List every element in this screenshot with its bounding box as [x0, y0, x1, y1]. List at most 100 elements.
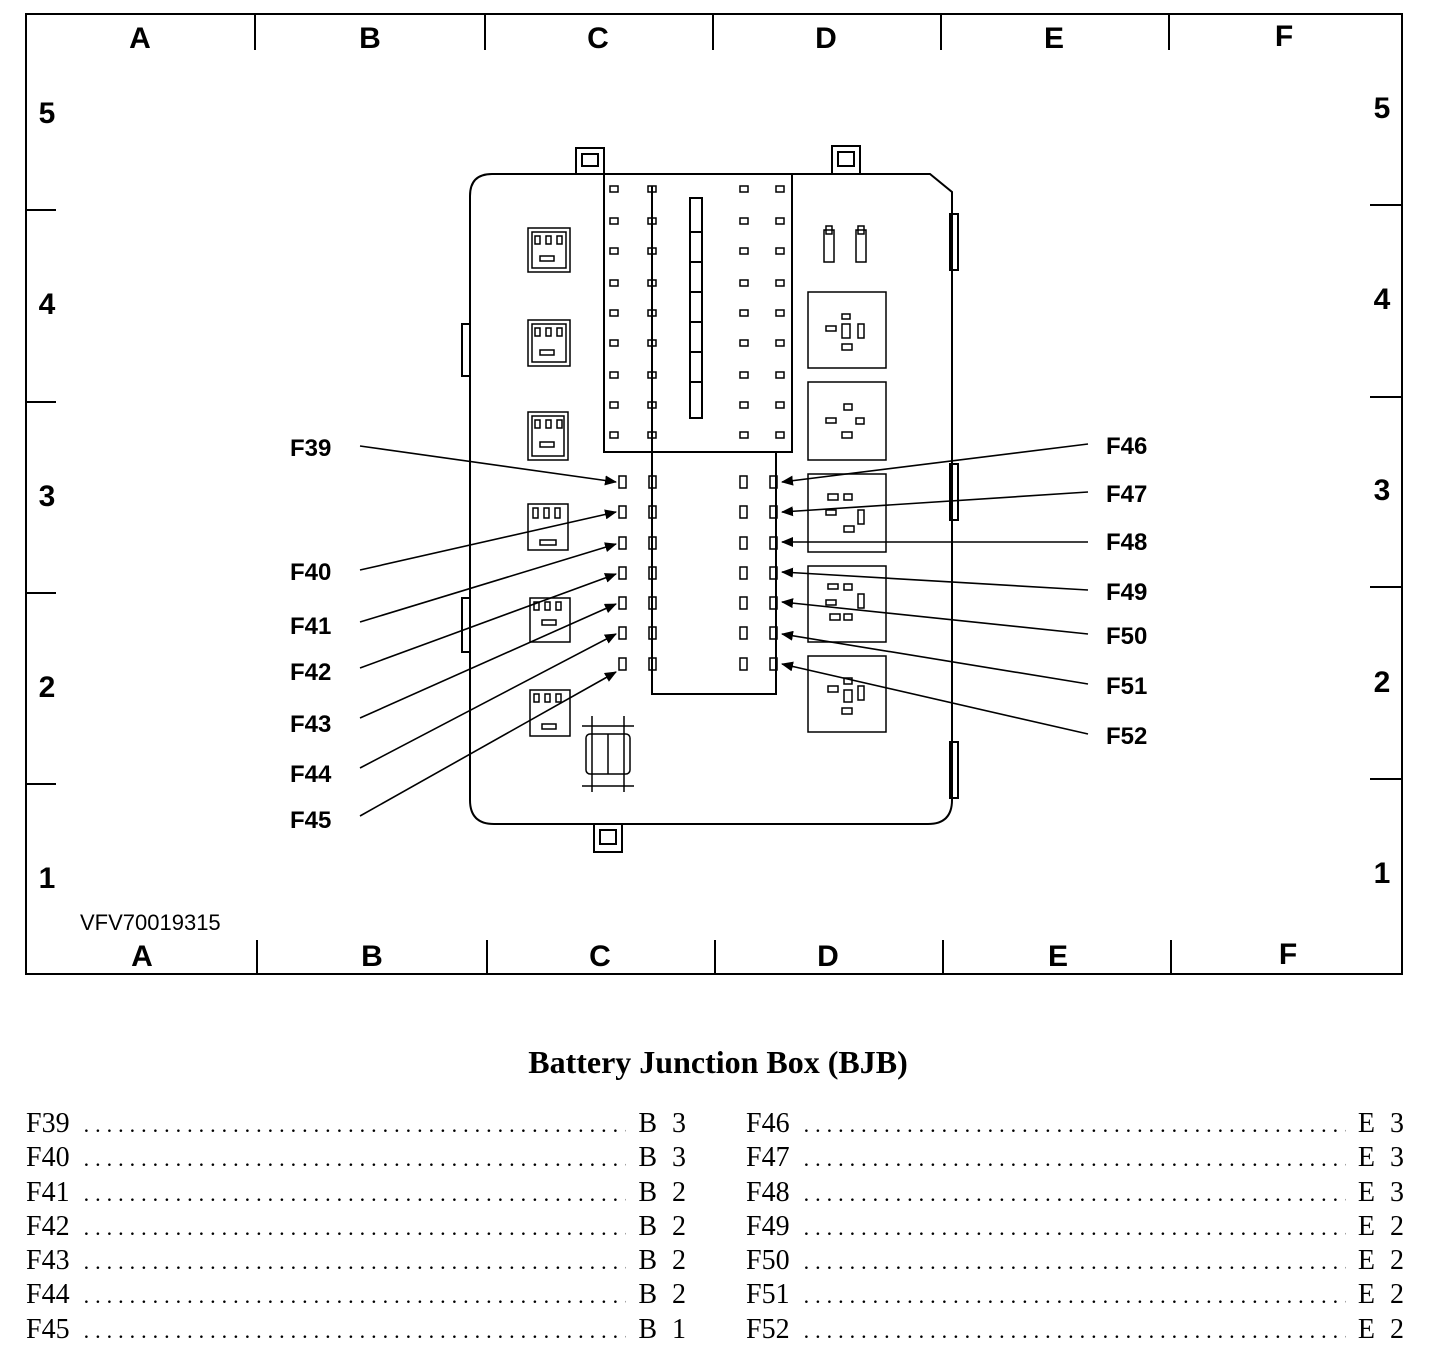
column-dividers — [254, 14, 1172, 974]
legend-location: E 3 — [1357, 1176, 1408, 1208]
row-label-5-right: 5 — [1374, 92, 1391, 125]
legend-leader-dots: ........................................… — [803, 1317, 1346, 1343]
column-label-f-bottom: F — [1279, 938, 1297, 971]
legend-row: F48.....................................… — [746, 1177, 1408, 1211]
legend-row: F45.....................................… — [26, 1314, 690, 1348]
legend-location: E 2 — [1357, 1245, 1408, 1277]
callout-f45: F45 — [290, 807, 331, 834]
column-label-b-top: B — [359, 22, 381, 55]
legend-leader-dots: ........................................… — [83, 1214, 627, 1240]
legend-location: B 2 — [638, 1279, 690, 1311]
legend-leader-dots: ........................................… — [803, 1180, 1346, 1206]
legend-leader-dots: ........................................… — [83, 1112, 627, 1137]
column-label-d-bottom: D — [817, 940, 839, 973]
legend-row: F40.....................................… — [26, 1142, 690, 1176]
figure-id: VFV70019315 — [80, 910, 221, 935]
callout-f49: F49 — [1106, 579, 1147, 606]
row-label-1-left: 1 — [39, 862, 56, 895]
legend-row: F50.....................................… — [746, 1245, 1408, 1279]
row-label-4-right: 4 — [1374, 283, 1391, 316]
legend-row: F52.....................................… — [746, 1314, 1408, 1348]
legend-fuse: F50 — [746, 1245, 790, 1277]
legend-location: B 3 — [638, 1142, 690, 1174]
upper-fuse-slots — [609, 185, 785, 439]
legend-row: F43.....................................… — [26, 1245, 690, 1279]
legend-row: F41.....................................… — [26, 1177, 690, 1211]
right-relays — [807, 225, 887, 733]
callout-leaders — [359, 443, 1089, 817]
legend-fuse: F49 — [746, 1210, 790, 1242]
legend-leader-dots: ........................................… — [803, 1283, 1346, 1309]
legend-fuse: F47 — [746, 1142, 790, 1174]
legend-fuse: F43 — [26, 1245, 70, 1277]
legend-leader-dots: ........................................… — [83, 1249, 627, 1275]
legend-location: E 2 — [1357, 1210, 1408, 1242]
fuse-box-diagram: A B C D E F A B C D E F 5 4 3 2 1 5 4 3 … — [25, 13, 1403, 975]
column-label-c-bottom: C — [589, 940, 611, 973]
legend-fuse: F51 — [746, 1279, 790, 1311]
junction-box — [461, 145, 959, 853]
lower-fuse-slots — [618, 475, 778, 671]
legend-fuse: F42 — [26, 1210, 70, 1242]
row-label-3-left: 3 — [39, 480, 56, 513]
legend-left-column: F39.....................................… — [26, 1108, 690, 1348]
callout-f46: F46 — [1106, 433, 1147, 460]
legend-leader-dots: ........................................… — [83, 1283, 627, 1309]
legend-row: F47.....................................… — [746, 1142, 1408, 1176]
legend-row: F49.....................................… — [746, 1211, 1408, 1245]
maxi-fuse — [582, 716, 634, 792]
legend-leader-dots: ........................................… — [83, 1317, 627, 1343]
column-label-e-top: E — [1044, 22, 1064, 55]
column-label-e-bottom: E — [1048, 940, 1068, 973]
column-label-d-top: D — [815, 22, 837, 55]
column-label-a-bottom: A — [131, 940, 153, 973]
legend-location: B 2 — [638, 1245, 690, 1277]
legend-location: B 2 — [638, 1210, 690, 1242]
row-label-1-right: 1 — [1374, 857, 1391, 890]
callout-f47: F47 — [1106, 481, 1147, 508]
legend-location: E 3 — [1357, 1108, 1408, 1139]
legend-leader-dots: ........................................… — [803, 1146, 1346, 1172]
legend-fuse: F40 — [26, 1142, 70, 1174]
legend-row: F39.....................................… — [26, 1108, 690, 1142]
callout-f43: F43 — [290, 711, 331, 738]
legend-fuse: F41 — [26, 1176, 70, 1208]
legend-location: E 2 — [1357, 1313, 1408, 1345]
legend-row: F46.....................................… — [746, 1108, 1408, 1142]
legend-fuse: F46 — [746, 1108, 790, 1139]
legend-location: E 2 — [1357, 1279, 1408, 1311]
legend-location: E 3 — [1357, 1142, 1408, 1174]
column-label-f-top: F — [1275, 20, 1293, 53]
legend-location: B 3 — [638, 1108, 690, 1139]
legend-location: B 1 — [638, 1313, 690, 1345]
legend-leader-dots: ........................................… — [803, 1214, 1346, 1240]
legend-fuse: F48 — [746, 1176, 790, 1208]
diagram-frame — [25, 13, 1403, 975]
callout-f50: F50 — [1106, 623, 1147, 650]
column-label-c-top: C — [587, 22, 609, 55]
legend-leader-dots: ........................................… — [83, 1146, 627, 1172]
legend-row: F42.....................................… — [26, 1211, 690, 1245]
row-label-4-left: 4 — [39, 288, 56, 321]
callout-f41: F41 — [290, 613, 331, 640]
legend-row: F44.....................................… — [26, 1279, 690, 1313]
legend-fuse: F44 — [26, 1279, 70, 1311]
row-label-5-left: 5 — [39, 97, 56, 130]
callout-f40: F40 — [290, 559, 331, 586]
callout-f44: F44 — [290, 761, 332, 788]
callout-f39: F39 — [290, 435, 331, 462]
column-label-b-bottom: B — [361, 940, 383, 973]
legend-fuse: F52 — [746, 1313, 790, 1345]
column-label-a-top: A — [129, 22, 151, 55]
row-label-2-right: 2 — [1374, 666, 1391, 699]
legend-right-column: F46.....................................… — [746, 1108, 1408, 1348]
legend-row: F51.....................................… — [746, 1279, 1408, 1313]
legend-leader-dots: ........................................… — [803, 1112, 1346, 1137]
row-label-3-right: 3 — [1374, 474, 1391, 507]
left-relays — [527, 227, 571, 737]
callout-f51: F51 — [1106, 673, 1147, 700]
callout-f52: F52 — [1106, 723, 1147, 750]
legend-leader-dots: ........................................… — [803, 1249, 1346, 1275]
callout-f42: F42 — [290, 659, 331, 686]
row-label-2-left: 2 — [39, 671, 56, 704]
